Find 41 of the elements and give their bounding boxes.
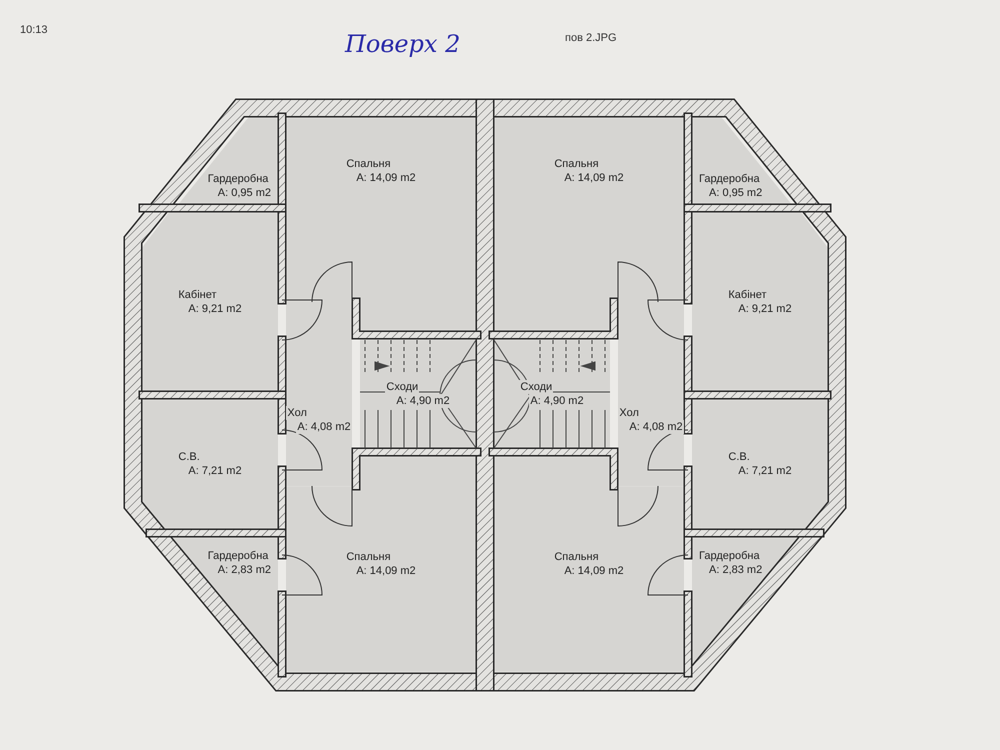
room (692, 399, 828, 529)
room (286, 456, 476, 672)
room-name: Сходи (385, 380, 420, 394)
area-label: A: 14,09 m2 (355, 564, 417, 578)
area-label: A: 0,95 m2 (708, 186, 764, 200)
room (494, 117, 684, 331)
area-label: A: 9,21 m2 (737, 302, 793, 316)
room-name: Кабінет (727, 288, 768, 302)
room (360, 339, 476, 448)
area-label: A: 4,90 m2 (529, 394, 585, 408)
area-label: A: 7,21 m2 (737, 464, 793, 478)
room (286, 300, 352, 486)
area-label: A: 9,21 m2 (187, 302, 243, 316)
handwritten-title: Поверх 2 (345, 30, 460, 58)
room (142, 399, 278, 529)
room (692, 212, 828, 391)
timestamp-text: 10:13 (20, 24, 48, 36)
area-label: A: 2,83 m2 (216, 563, 272, 577)
area-label: A: 0,95 m2 (216, 186, 272, 200)
area-label: A: 14,09 m2 (355, 171, 417, 185)
area-label: A: 14,09 m2 (563, 564, 625, 578)
room (142, 212, 278, 391)
area-label: A: 7,21 m2 (187, 464, 243, 478)
area-label: A: 4,90 m2 (395, 394, 451, 408)
room-name: Гардеробна (698, 549, 761, 563)
room-name: Гардеробна (698, 172, 761, 186)
area-label: A: 14,09 m2 (563, 171, 625, 185)
area-label: A: 4,08 m2 (628, 420, 684, 434)
area-label: A: 2,83 m2 (708, 563, 764, 577)
room (177, 117, 278, 206)
file-name-text: пов 2.JPG (565, 32, 617, 44)
room (286, 117, 476, 331)
room (494, 339, 610, 448)
room-name: Гардеробна (206, 172, 270, 186)
room (618, 300, 684, 486)
room-name: Сходи (519, 380, 554, 394)
room (692, 117, 793, 206)
room-name: Кабінет (177, 288, 218, 302)
room (494, 456, 684, 672)
area-label: A: 4,08 m2 (296, 420, 352, 434)
room-name: Гардеробна (206, 549, 270, 563)
